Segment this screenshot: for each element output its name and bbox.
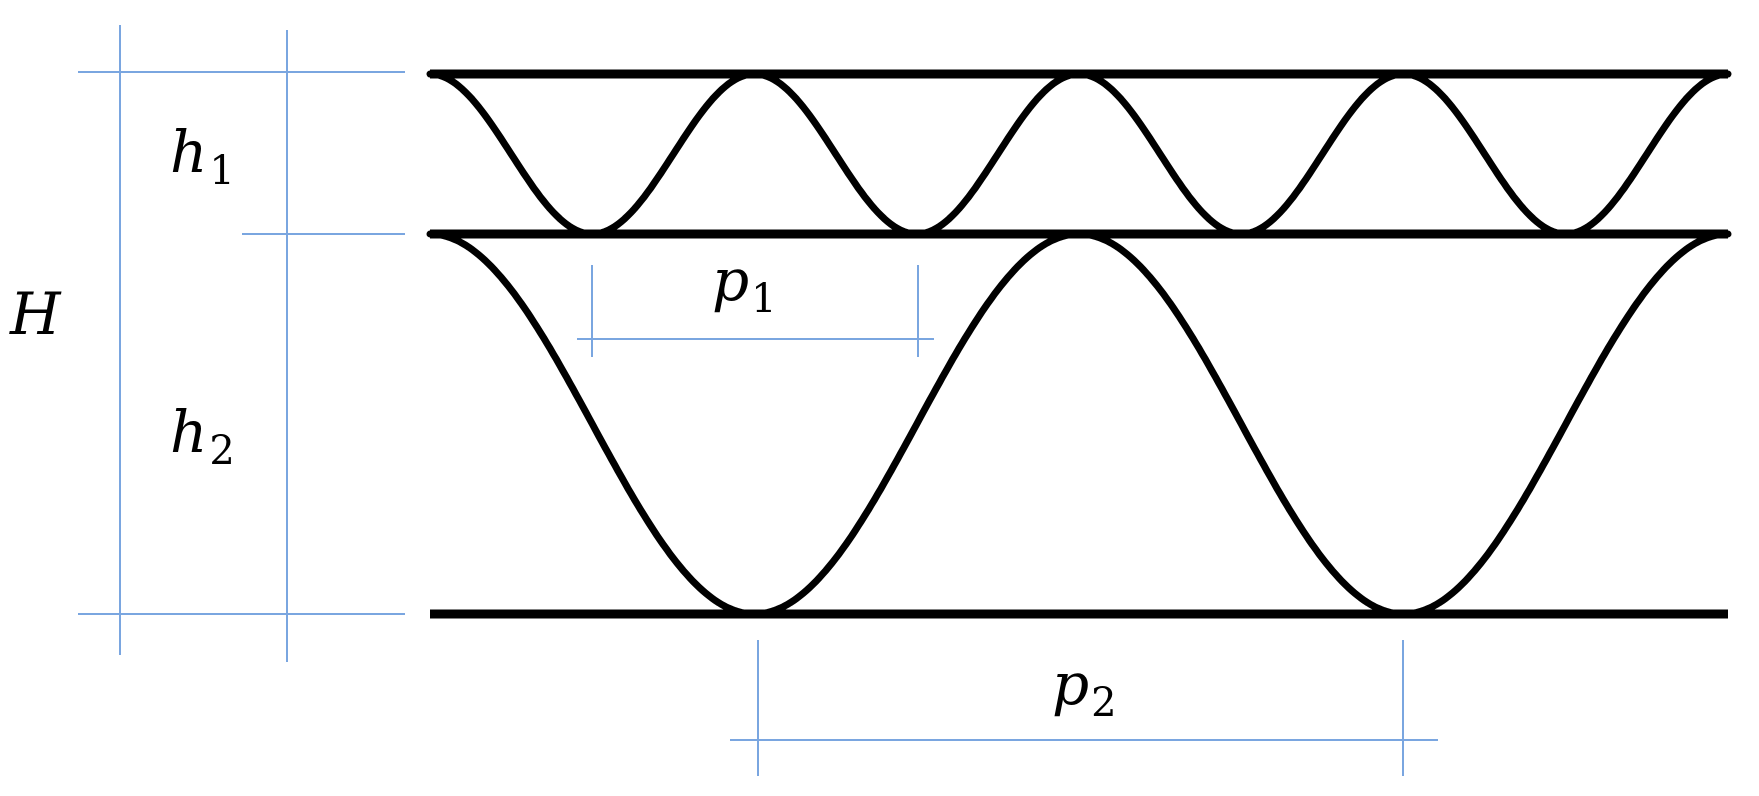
dimension-p1 (577, 265, 934, 357)
lower-flute-wave (426, 230, 1732, 618)
dimension-h1-h2 (242, 30, 405, 662)
label-p1: p1 (712, 246, 777, 322)
label-h1: h1 (170, 118, 235, 194)
label-p2: p2 (1052, 650, 1117, 726)
label-h2: h2 (170, 398, 235, 474)
dimension-H (78, 25, 405, 655)
upper-flute-wave (426, 70, 1732, 238)
label-H: H (9, 280, 62, 348)
dimension-p2 (730, 640, 1438, 776)
